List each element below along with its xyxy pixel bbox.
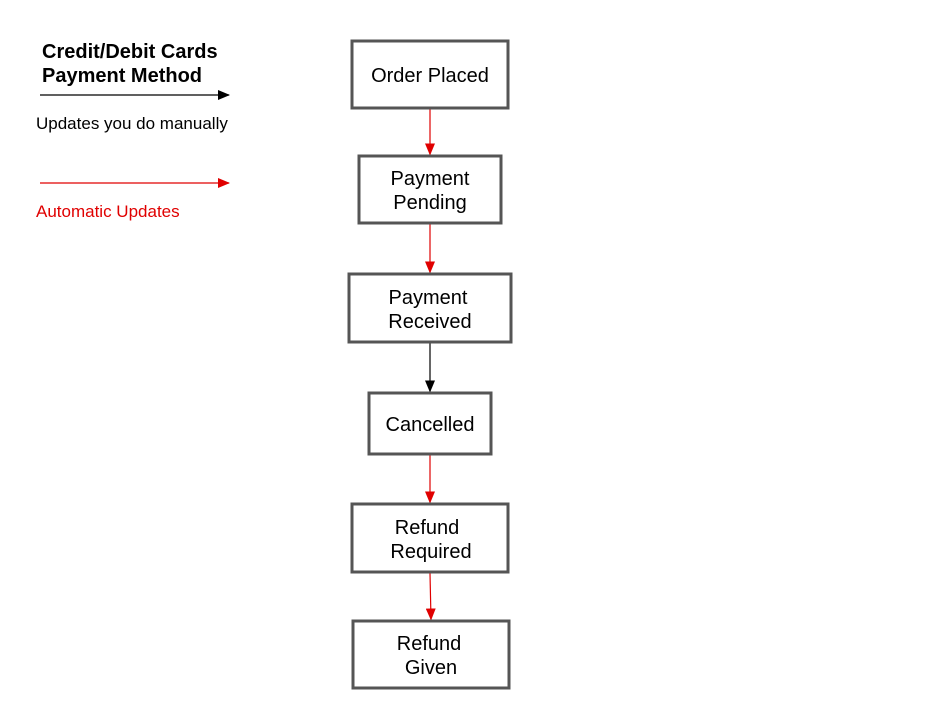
node-payment-received-line1: Payment xyxy=(389,287,468,309)
node-order-placed: Order Placed xyxy=(350,39,510,110)
legend-title-line1: Credit/Debit Cards xyxy=(42,41,218,63)
legend-automatic-label: Automatic Updates xyxy=(36,202,180,221)
node-refund-given: Refund Given xyxy=(351,619,511,690)
legend-manual-label: Updates you do manually xyxy=(36,114,228,133)
node-payment-received: Payment Received xyxy=(347,272,513,344)
edge-refund-required-to-refund-given xyxy=(425,573,436,621)
node-refund-given-line2: Given xyxy=(405,657,457,679)
node-payment-pending-line2: Pending xyxy=(393,192,466,214)
node-payment-pending: Payment Pending xyxy=(357,154,503,225)
node-cancelled: Cancelled xyxy=(367,391,493,456)
legend: Credit/Debit Cards Payment Method Update… xyxy=(36,41,230,221)
node-refund-given-line1: Refund xyxy=(397,633,462,655)
node-order-placed-line1: Order Placed xyxy=(371,65,489,87)
edges xyxy=(425,109,436,621)
node-refund-required-line2: Required xyxy=(390,541,471,563)
node-payment-pending-line1: Payment xyxy=(391,168,470,190)
node-refund-required: Refund Required xyxy=(350,502,510,574)
node-refund-required-line1: Refund xyxy=(395,517,460,539)
node-cancelled-line1: Cancelled xyxy=(386,414,475,436)
node-payment-received-line2: Received xyxy=(388,311,471,333)
legend-title-line2: Payment Method xyxy=(42,65,202,87)
